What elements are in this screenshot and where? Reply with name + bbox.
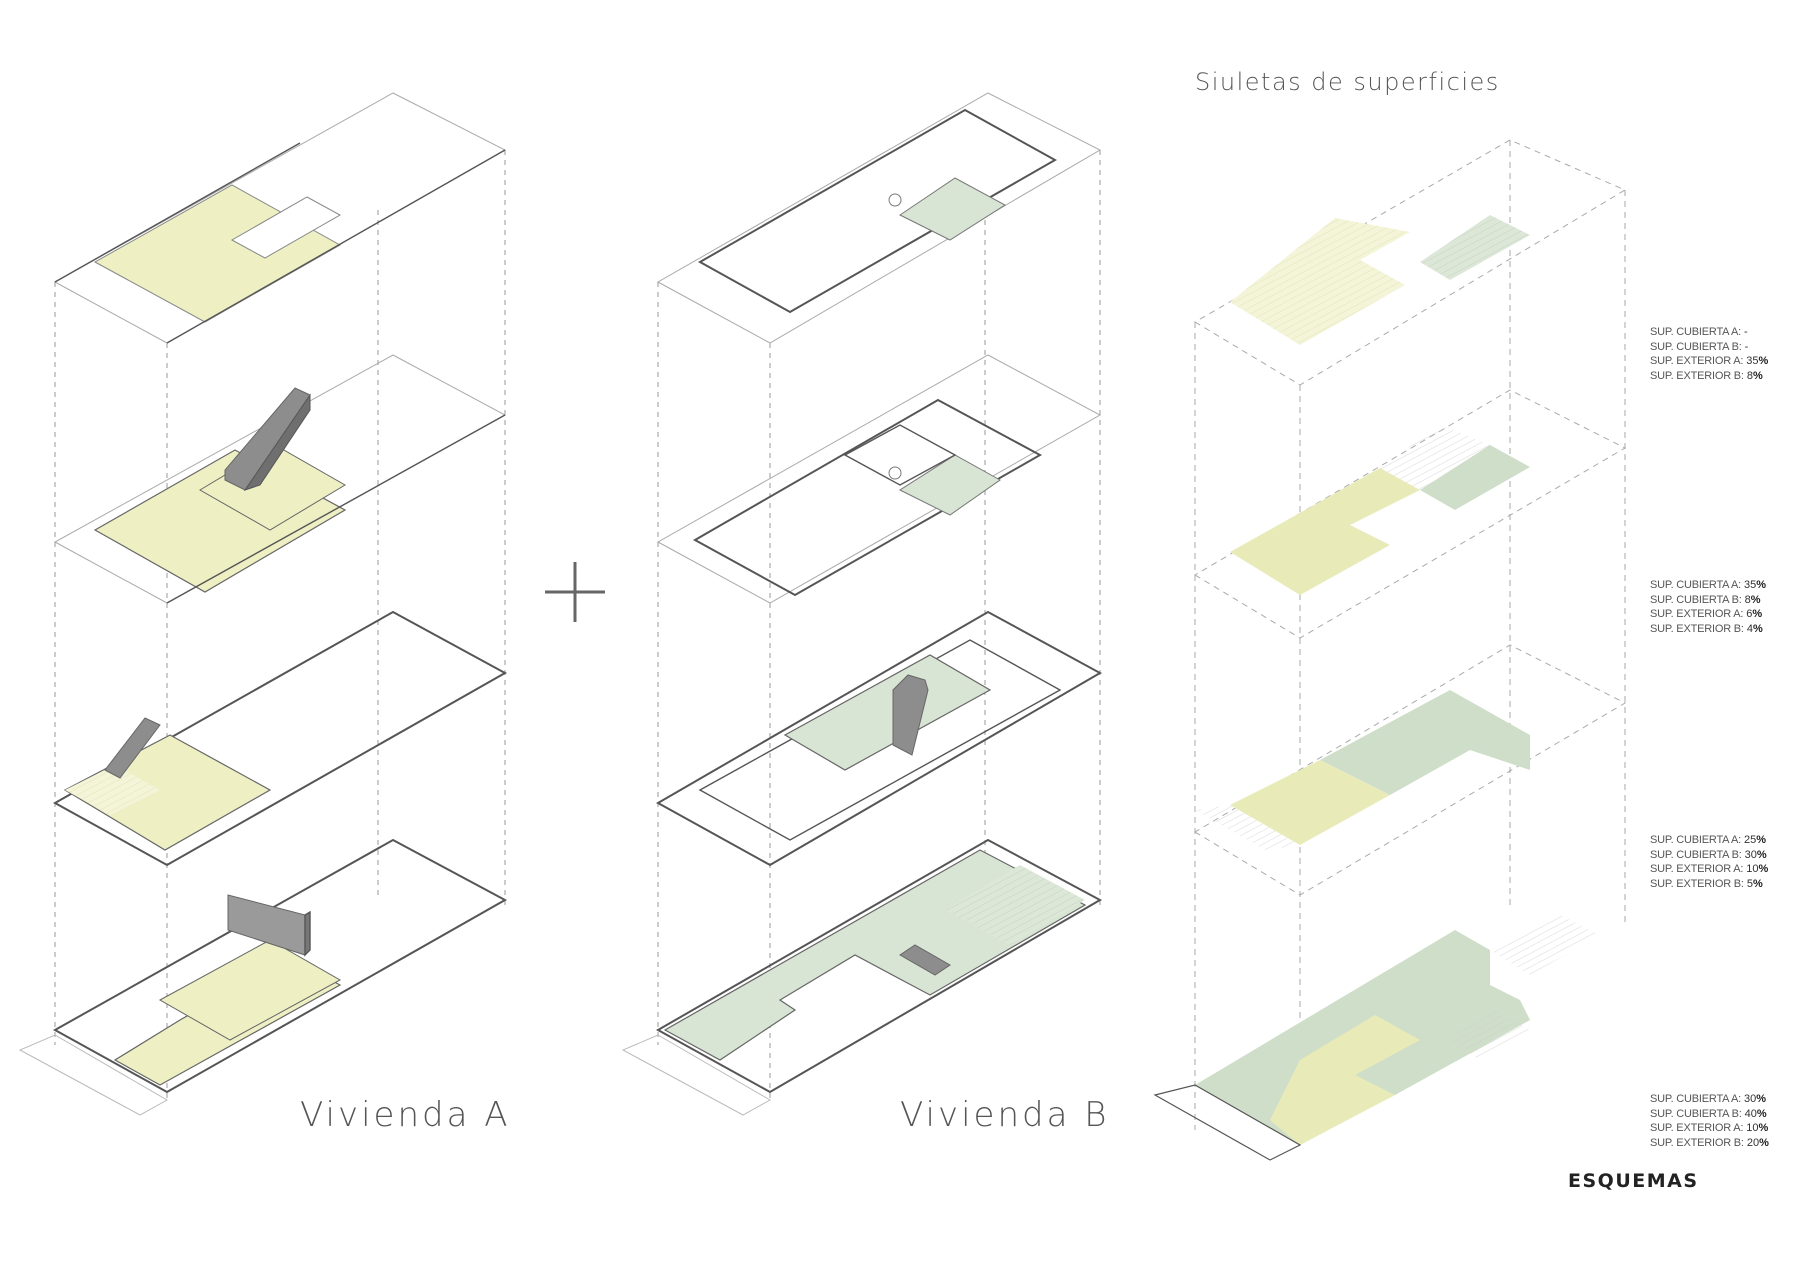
stat-row: SUP. EXTERIOR B: 5% [1650, 877, 1763, 890]
esquemas-label: ESQUEMAS [1568, 1170, 1699, 1192]
stat-row: SUP. CUBIERTA A: 35% [1650, 579, 1767, 591]
vivienda-a-roof [53, 92, 507, 344]
vivienda-a-stack [18, 92, 508, 1116]
siluetas-fills [1153, 215, 1600, 1161]
stat-row: SUP. CUBIERTA A: - [1650, 326, 1748, 338]
stat-row: SUP. EXTERIOR B: 8% [1650, 369, 1763, 382]
stat-row: SUP. CUBIERTA A: 30% [1650, 1093, 1767, 1105]
vivienda-b-roof [656, 92, 1102, 344]
vivienda-b-third-floor [656, 354, 1102, 604]
title-siluetas: Siuletas de superficies [1195, 68, 1500, 96]
vivienda-b-second-floor [655, 610, 1103, 867]
vivienda-a-third-floor [53, 354, 507, 604]
vivienda-b-ground-floor [621, 838, 1103, 1116]
stat-row: SUP. EXTERIOR B: 4% [1650, 622, 1763, 635]
stat-row: SUP. EXTERIOR A: 10% [1650, 1122, 1769, 1134]
title-vivienda-a: Vivienda A [300, 1095, 511, 1135]
stats-third: SUP. CUBIERTA A: 35% SUP. CUBIERTA B: 8%… [1650, 578, 1766, 636]
stat-row: SUP. CUBIERTA A: 25% [1650, 834, 1767, 846]
stats-second: SUP. CUBIERTA A: 25% SUP. CUBIERTA B: 30… [1650, 833, 1768, 891]
vivienda-a-dashed-verticals [54, 150, 506, 1103]
stat-row: SUP. CUBIERTA B: - [1650, 340, 1749, 353]
title-vivienda-b: Vivienda B [900, 1095, 1110, 1135]
stat-row: SUP. CUBIERTA B: 30% [1650, 848, 1767, 861]
stat-row: SUP. CUBIERTA B: 8% [1650, 593, 1761, 606]
vivienda-a-second-floor [52, 610, 508, 867]
stat-row: SUP. EXTERIOR A: 35% [1650, 355, 1769, 367]
stats-ground: SUP. CUBIERTA A: 30% SUP. CUBIERTA B: 40… [1650, 1092, 1769, 1150]
vivienda-b-stack [621, 92, 1103, 1116]
stat-row: SUP. EXTERIOR A: 6% [1650, 608, 1763, 620]
plus-icon [545, 562, 605, 622]
stat-row: SUP. EXTERIOR B: 20% [1650, 1136, 1769, 1149]
stat-row: SUP. CUBIERTA B: 40% [1650, 1107, 1767, 1120]
stat-row: SUP. EXTERIOR A: 10% [1650, 863, 1769, 875]
stats-roof: SUP. CUBIERTA A: - SUP. CUBIERTA B: - SU… [1650, 325, 1768, 383]
vivienda-a-ground-floor [18, 838, 508, 1116]
